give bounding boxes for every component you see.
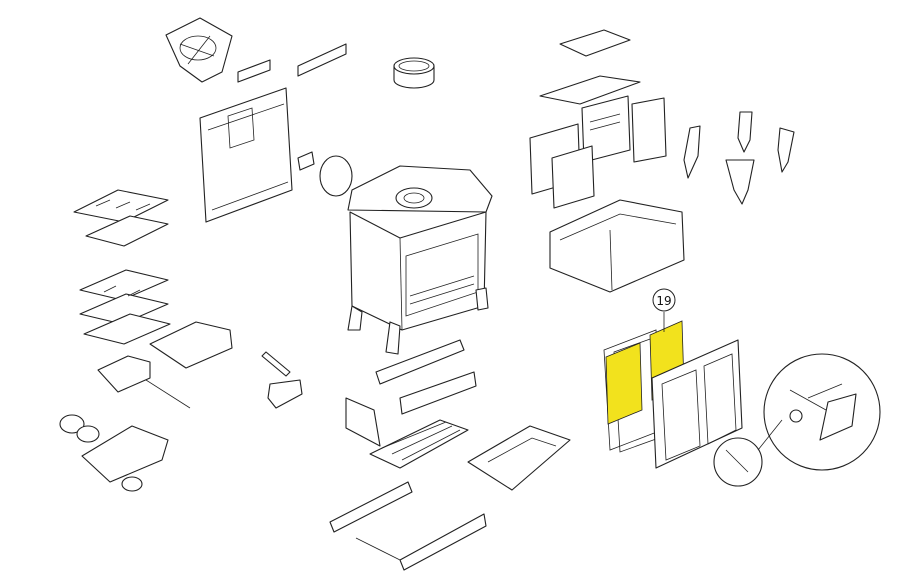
spigot-box-part[interactable] (59, 414, 169, 492)
callout-19-label: 19 (656, 294, 671, 308)
firebrick-set-part[interactable] (529, 95, 667, 209)
flue-collar-part[interactable] (393, 57, 435, 89)
poker-tool-part[interactable] (145, 351, 303, 409)
callout-19: 19 (652, 288, 676, 332)
stove-body-part[interactable] (347, 165, 493, 355)
handle-detail-small[interactable] (713, 419, 783, 487)
spigot-plate-part[interactable] (79, 269, 171, 345)
flue-cowl-part[interactable] (165, 17, 233, 83)
handle-detail-magnifier[interactable] (763, 353, 881, 471)
front-bars-part[interactable] (345, 339, 477, 447)
base-plate-part[interactable] (97, 321, 233, 393)
rear-heat-shield-part[interactable] (199, 87, 293, 223)
ash-pan-part[interactable] (467, 425, 571, 491)
door-frame-part[interactable] (651, 339, 743, 469)
baffle-plate-part[interactable] (539, 29, 641, 105)
top-plate-part[interactable] (73, 189, 169, 247)
andiron-parts[interactable] (683, 111, 795, 205)
top-baffle-plate-part[interactable] (237, 43, 347, 83)
grate-frame-part[interactable] (549, 199, 685, 293)
riddling-bars-part[interactable] (329, 481, 487, 571)
fire-bars-part[interactable] (369, 419, 469, 469)
damper-disc-part[interactable] (297, 151, 353, 197)
